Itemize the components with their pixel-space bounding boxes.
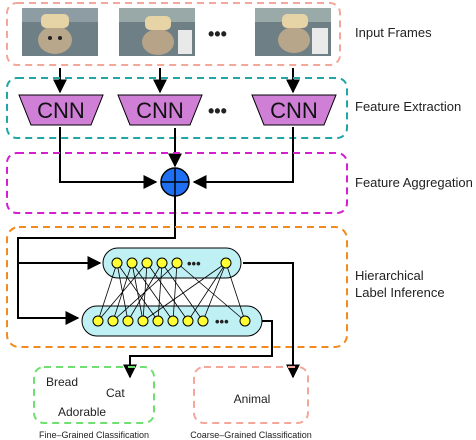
fine-label-bread: Bread (46, 375, 78, 389)
fine-nodes (92, 315, 251, 327)
coarse-node (171, 257, 183, 269)
fine-node (197, 315, 209, 327)
fine-node (107, 315, 119, 327)
inference-edge (172, 262, 178, 322)
coarse-node (111, 257, 123, 269)
coarse-nodes (111, 257, 232, 269)
cnn-label: CNN (136, 98, 184, 123)
input-frame-2 (119, 8, 195, 56)
ellipsis-fine-nodes: ••• (215, 314, 229, 329)
ellipsis-cnn: ••• (208, 101, 227, 121)
inference-edge (146, 262, 189, 322)
inference-edge (97, 262, 118, 322)
coarse-grained-box (193, 366, 309, 424)
inference-edge (112, 262, 178, 322)
inference-edge (202, 262, 227, 322)
ellipsis-frames: ••• (208, 24, 227, 44)
coarse-node (126, 257, 138, 269)
label-input-frames: Input Frames (355, 25, 432, 40)
label-inference-line2: Label Inference (355, 285, 445, 300)
fine-node (239, 315, 251, 327)
coarse-label-animal: Animal (234, 392, 271, 406)
cnn-label: CNN (37, 98, 85, 123)
coarse-grained-caption: Coarse–Grained Classification (190, 430, 312, 440)
label-inference-line1: Hierarchical (355, 268, 424, 283)
inference-edge (187, 262, 227, 322)
fine-node (92, 315, 104, 327)
fine-node (122, 315, 134, 327)
cnn-to-aggregation-arrows (59, 127, 294, 189)
fine-node (167, 315, 179, 327)
cnn-block-1: CNN (18, 94, 104, 126)
label-inference-box (6, 226, 348, 348)
input-frame-1 (22, 8, 98, 56)
feature-extraction-box (6, 77, 348, 139)
inference-edge (97, 262, 148, 322)
feature-aggregation-box (6, 152, 348, 214)
inference-edge (142, 262, 227, 322)
label-feature-aggregation: Feature Aggregation (355, 175, 473, 190)
fine-node (137, 315, 149, 327)
inference-edge (176, 262, 246, 322)
inference-edges (97, 262, 246, 322)
fine-node (182, 315, 194, 327)
cnn-label: CNN (270, 98, 318, 123)
fine-label-cat: Cat (106, 386, 125, 400)
ellipsis-coarse-nodes: ••• (187, 256, 201, 271)
fine-label-adorable: Adorable (58, 405, 106, 419)
fine-grained-caption: Fine–Grained Classification (39, 430, 149, 440)
fine-node (152, 315, 164, 327)
inference-edge (225, 262, 246, 322)
cnn-block-3: CNN (251, 94, 337, 126)
inference-edge (131, 262, 144, 322)
input-frame-3 (255, 8, 331, 56)
inference-edge (161, 262, 204, 322)
cnn-block-2: CNN (117, 94, 203, 126)
fine-grained-box (33, 366, 155, 424)
svg-text:•••: ••• (208, 24, 227, 44)
output-arrows (123, 262, 300, 379)
coarse-node (141, 257, 153, 269)
frame-to-cnn-arrows (53, 68, 300, 94)
inference-edge (157, 262, 163, 322)
input-frames-box (6, 2, 341, 66)
coarse-node (220, 257, 232, 269)
label-feature-extraction: Feature Extraction (355, 99, 461, 114)
aggregation-to-inference-arrows (17, 196, 176, 325)
coarse-node (156, 257, 168, 269)
aggregation-sum-icon (160, 167, 190, 197)
